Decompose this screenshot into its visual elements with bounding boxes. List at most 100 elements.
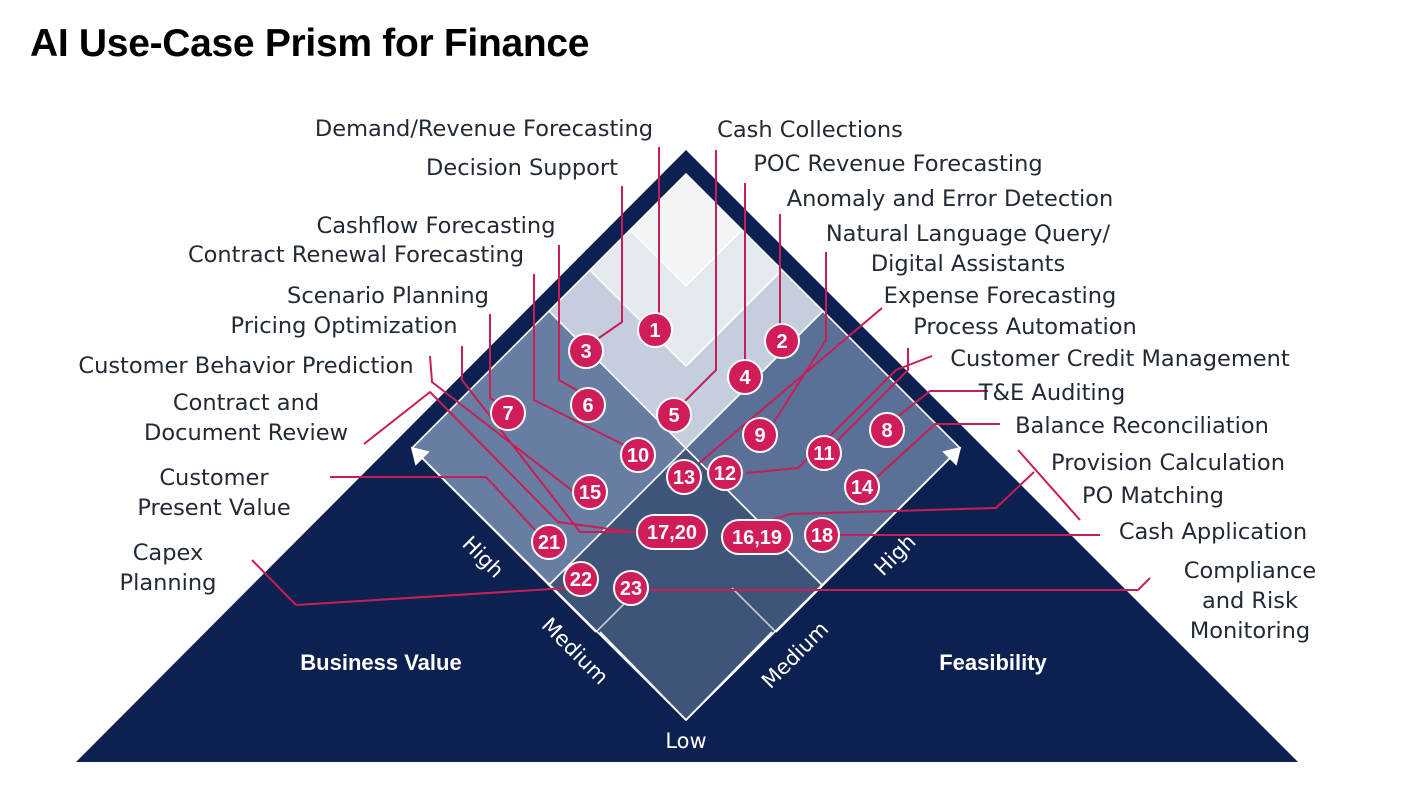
use-case-label-line: Digital Assistants xyxy=(871,251,1065,277)
marker-number: 9 xyxy=(754,425,765,447)
leader-line-9 xyxy=(773,252,827,423)
marker-badge xyxy=(531,524,567,560)
marker-number: 23 xyxy=(620,578,642,600)
marker-number: 5 xyxy=(668,405,679,427)
use-case-label-line: Capex xyxy=(133,540,204,566)
use-case-label-line: Balance Reconciliation xyxy=(1015,413,1269,439)
use-case-label-line: Provision Calculation xyxy=(1051,450,1285,476)
leader-line-21 xyxy=(330,476,536,531)
marker-number: 21 xyxy=(538,532,560,554)
marker-number: 13 xyxy=(673,467,695,489)
leader-line-11 xyxy=(835,348,909,443)
marker-number: 8 xyxy=(881,420,892,442)
use-case-label-line: Document Review xyxy=(144,420,348,446)
marker-badge xyxy=(806,435,842,471)
use-case-marker-6: 6 xyxy=(570,387,606,423)
use-case-label-line: Customer Credit Management xyxy=(950,346,1290,372)
marker-number: 7 xyxy=(502,403,513,425)
use-case-label-line: Pricing Optimization xyxy=(231,313,458,339)
use-case-label-13: Expense Forecasting xyxy=(884,283,1117,309)
marker-badge xyxy=(727,359,763,395)
use-case-marker-15: 15 xyxy=(572,474,608,510)
marker-number: 14 xyxy=(851,477,874,499)
marker-badge xyxy=(490,395,526,431)
use-case-marker-13: 13 xyxy=(666,459,702,495)
leader-line-12 xyxy=(745,355,933,474)
marker-badge xyxy=(742,417,778,453)
use-case-label-line: Customer Behavior Prediction xyxy=(78,353,413,379)
use-case-label-line: Anomaly and Error Detection xyxy=(787,186,1114,212)
use-case-marker-7: 7 xyxy=(490,395,526,431)
marker-badge xyxy=(568,333,604,369)
marker-number: 6 xyxy=(582,395,593,417)
use-case-marker-1: 1 xyxy=(637,312,673,348)
use-case-label-line: Cash Collections xyxy=(717,117,903,143)
use-case-marker-22: 22 xyxy=(563,561,599,597)
marker-number: 4 xyxy=(739,367,751,389)
marker-number: 12 xyxy=(714,463,736,485)
use-case-marker-8: 8 xyxy=(869,412,905,448)
use-case-label-line: Cashflow Forecasting xyxy=(317,213,556,239)
use-case-label-line: Compliance xyxy=(1184,558,1316,584)
page-title: AI Use-Case Prism for Finance xyxy=(30,22,590,65)
use-case-label-8: T&E Auditing xyxy=(978,380,1125,406)
use-case-label-2: Anomaly and Error Detection xyxy=(787,186,1114,212)
use-case-marker-9: 9 xyxy=(742,417,778,453)
use-case-label-line: T&E Auditing xyxy=(978,380,1125,406)
use-case-marker-11: 11 xyxy=(806,435,842,471)
use-case-label-9: Natural Language Query/Digital Assistant… xyxy=(826,221,1111,277)
use-case-marker-10: 10 xyxy=(620,437,656,473)
marker-badge xyxy=(637,312,673,348)
use-case-label-12: Customer Credit Management xyxy=(950,346,1290,372)
marker-number: 22 xyxy=(570,569,592,591)
leader-lines xyxy=(251,147,1151,606)
use-case-label-7: Scenario Planning xyxy=(287,283,489,309)
use-case-label-line: Contract Renewal Forecasting xyxy=(188,242,524,268)
use-case-label-line: Demand/Revenue Forecasting xyxy=(315,116,653,142)
marker-number: 11 xyxy=(813,443,834,465)
use-case-label-17: Pricing Optimization xyxy=(231,313,458,339)
use-case-marker-2: 2 xyxy=(764,323,800,359)
marker-number: 1 xyxy=(649,320,660,342)
marker-badge xyxy=(721,519,793,555)
marker-number: 17,20 xyxy=(647,522,697,544)
use-case-label-line: Scenario Planning xyxy=(287,283,489,309)
use-case-marker-5: 5 xyxy=(656,397,692,433)
marker-badge xyxy=(620,437,656,473)
leader-line-6 xyxy=(558,245,581,393)
use-case-label-line: Contract and xyxy=(173,390,319,416)
marker-number: 2 xyxy=(776,331,787,353)
axis-arrows xyxy=(410,446,962,721)
use-case-marker-14: 14 xyxy=(844,469,880,505)
use-case-label-line: POC Revenue Forecasting xyxy=(753,151,1042,177)
use-case-label-line: Planning xyxy=(120,570,217,596)
marker-badge xyxy=(707,455,743,491)
use-case-label-19: PO Matching xyxy=(1082,483,1224,509)
marker-badge xyxy=(636,514,708,550)
leader-line-19 xyxy=(1017,449,1081,521)
use-case-label-line: Decision Support xyxy=(426,155,618,181)
use-case-label-10: Contract Renewal Forecasting xyxy=(188,242,524,268)
leader-line-8 xyxy=(895,390,988,419)
use-case-marker-21: 21 xyxy=(531,524,567,560)
use-case-label-line: Monitoring xyxy=(1190,618,1310,644)
marker-badge xyxy=(764,323,800,359)
leader-line-22 xyxy=(251,559,569,606)
marker-badge xyxy=(666,459,702,495)
use-case-label-line: Cash Application xyxy=(1119,519,1307,545)
use-case-label-line: and Risk xyxy=(1202,588,1298,614)
marker-badge xyxy=(563,561,599,597)
leader-line-23 xyxy=(650,577,1151,591)
use-case-marker-4: 4 xyxy=(727,359,763,395)
marker-number: 16,19 xyxy=(732,527,782,549)
use-case-label-11: Process Automation xyxy=(913,314,1137,340)
low-label: Low xyxy=(665,729,706,753)
use-case-label-line: Customer xyxy=(159,465,269,491)
use-case-label-6: Cashflow Forecasting xyxy=(317,213,556,239)
